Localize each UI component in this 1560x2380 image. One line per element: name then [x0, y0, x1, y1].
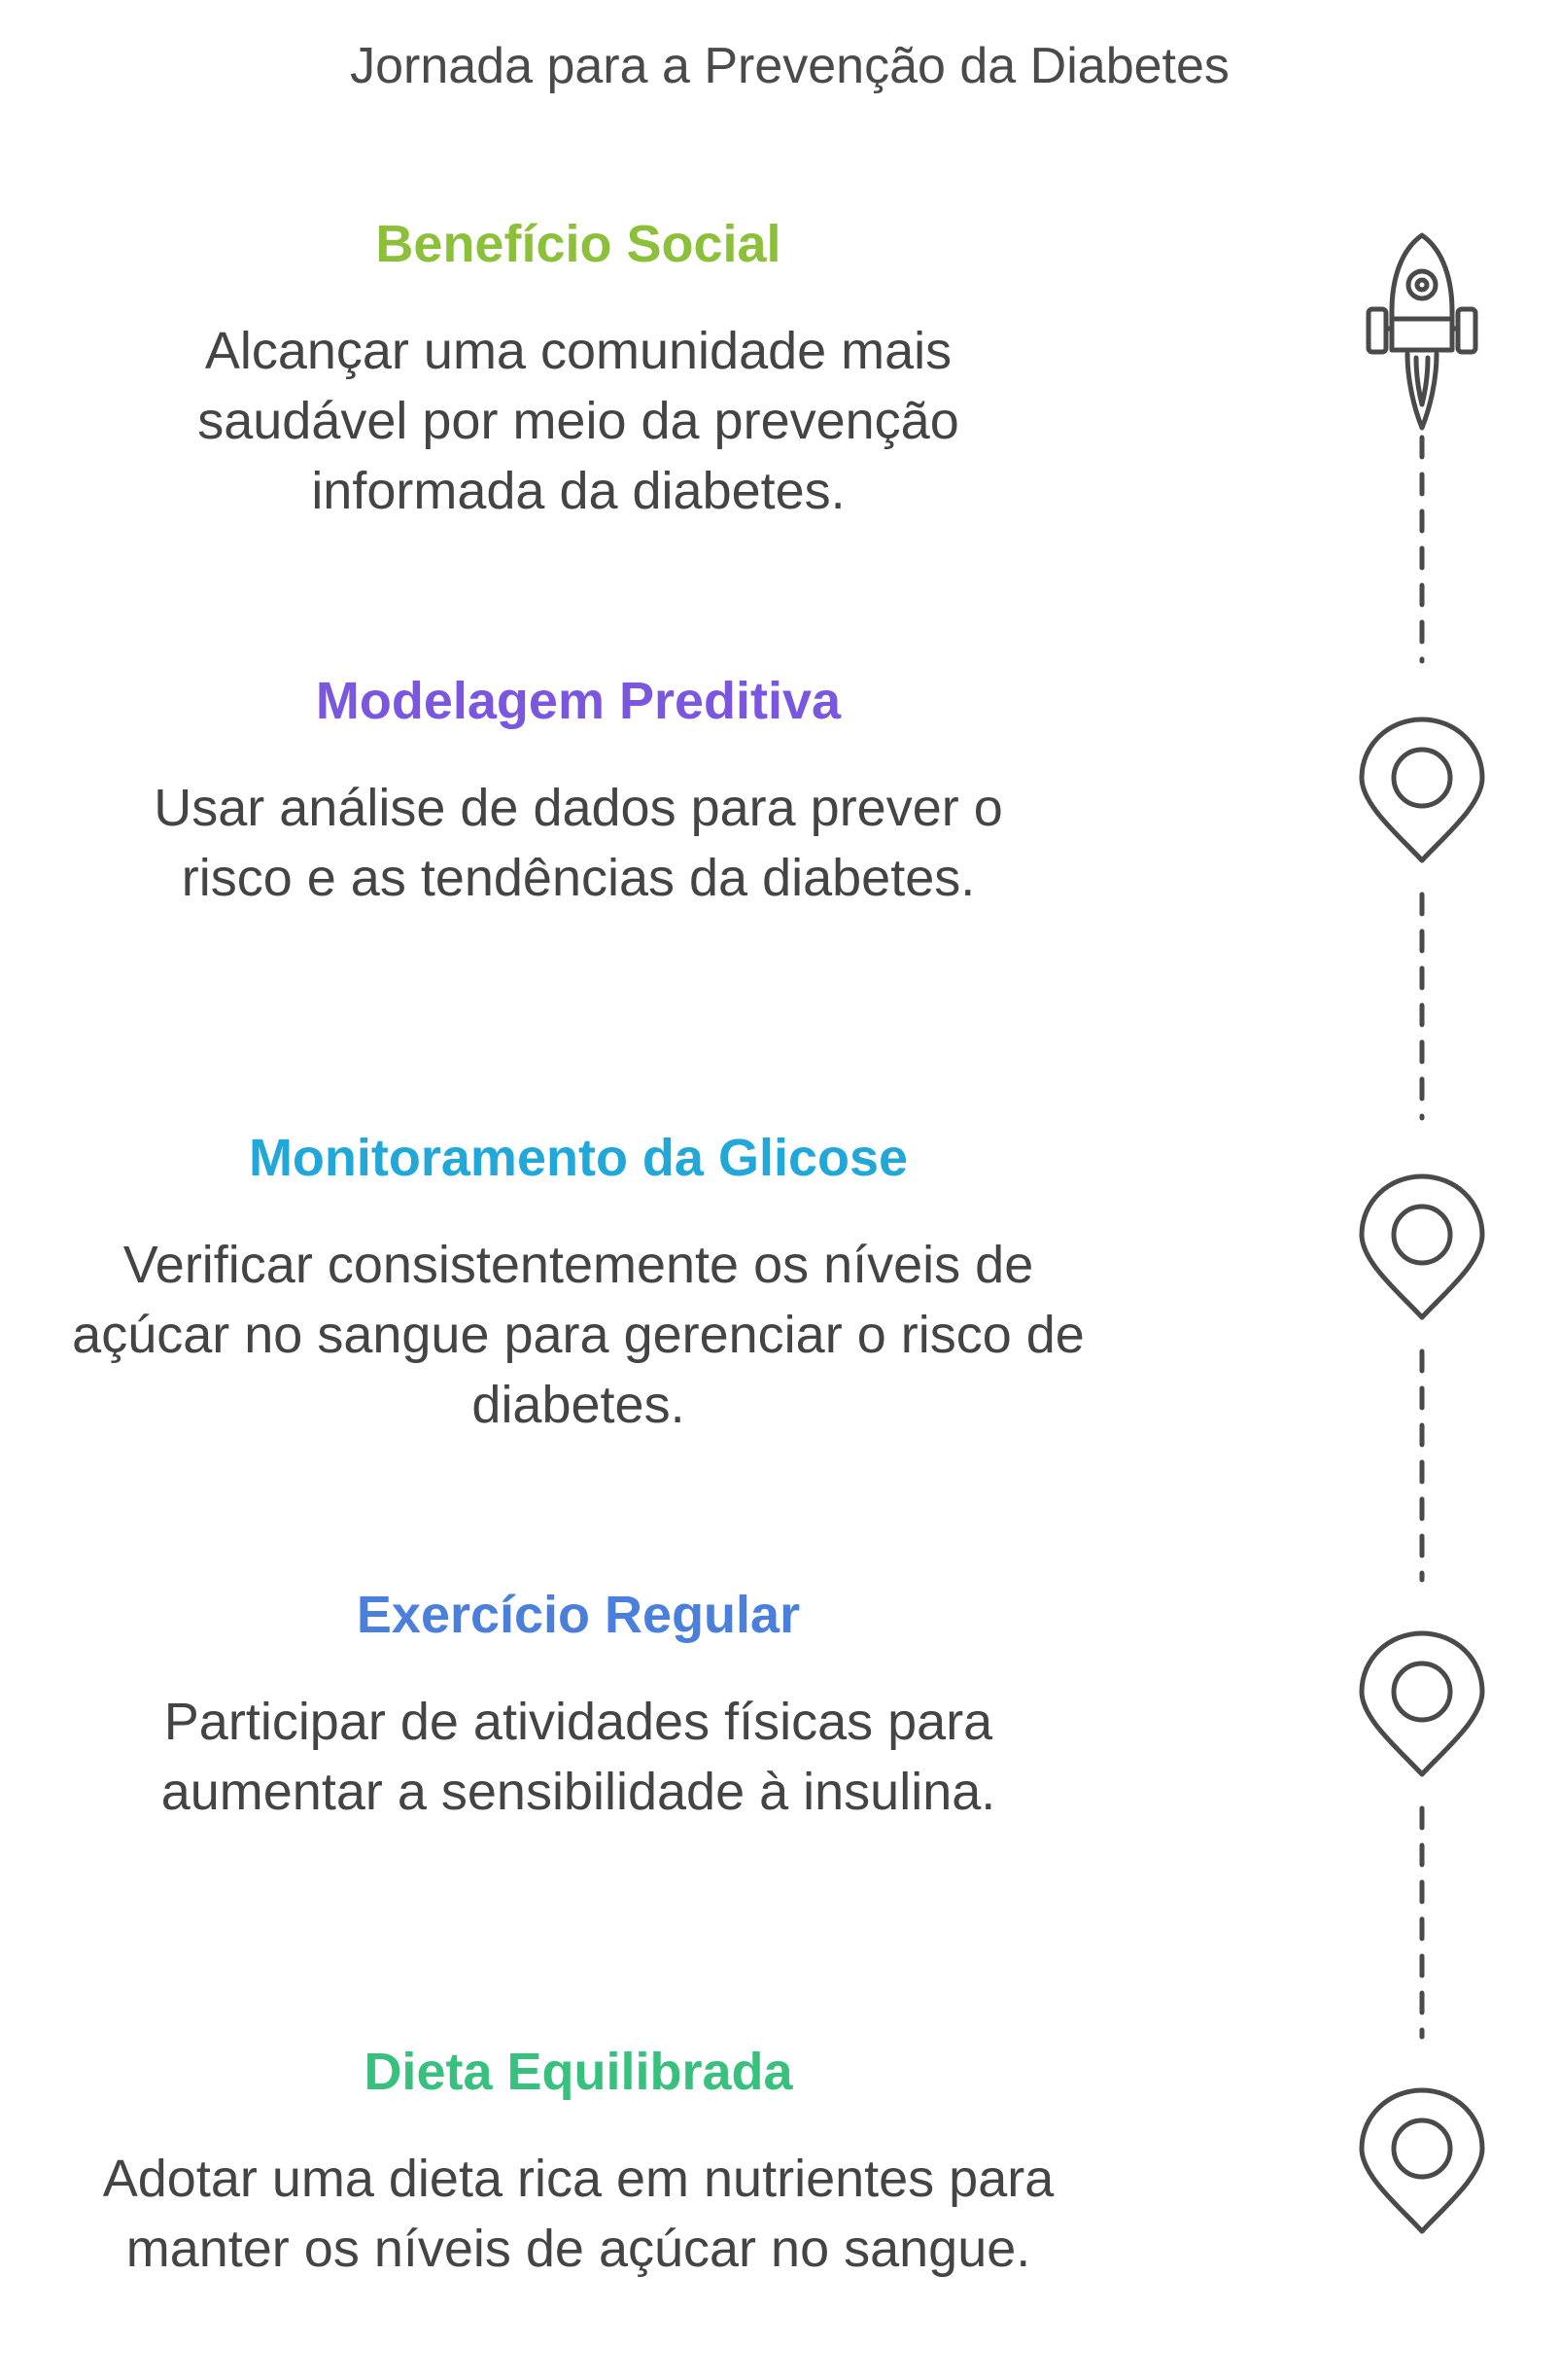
step-description-predictive-modeling: Usar análise de dados para prever o risc… [154, 779, 1003, 907]
step-heading-predictive-modeling: Modelagem Preditiva [315, 672, 842, 730]
map-pin-icon [1359, 2087, 1485, 2234]
rocket-icon [1366, 232, 1478, 431]
step-description-balanced-diet: Adotar uma dieta rica em nutrientes para… [102, 2150, 1055, 2278]
step-description-regular-exercise: Participar de atividades físicas para au… [160, 1693, 996, 1821]
step-heading-glucose-monitoring: Monitoramento da Glicose [248, 1129, 909, 1187]
map-pin-icon [1359, 1630, 1485, 1777]
step-description-glucose-monitoring: Verificar consistentemente os níveis de … [72, 1236, 1085, 1434]
step-heading-social-benefit: Benefício Social [375, 215, 781, 273]
step-heading-balanced-diet: Dieta Equilibrada [364, 2043, 793, 2101]
map-pin-icon [1359, 717, 1485, 863]
step-heading-regular-exercise: Exercício Regular [356, 1586, 801, 1644]
diagram-title: Jornada para a Prevenção da Diabetes [350, 38, 1230, 94]
map-pin-icon [1359, 1173, 1485, 1320]
step-description-social-benefit: Alcançar uma comunidade mais saudável po… [197, 322, 959, 520]
